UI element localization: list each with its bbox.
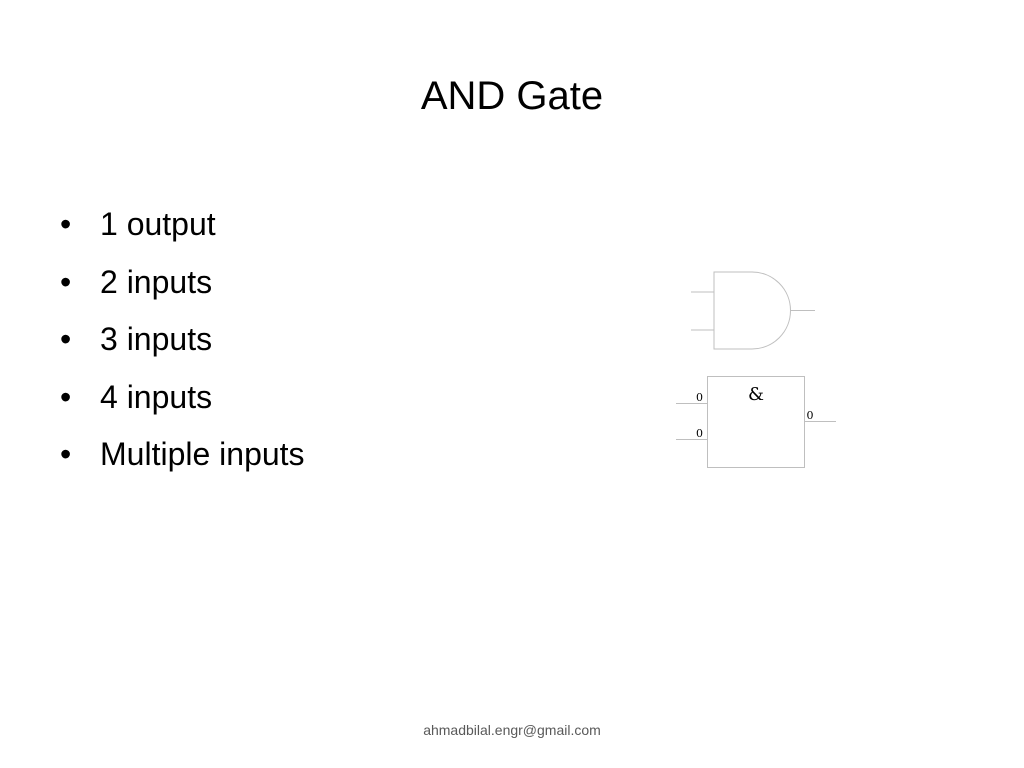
footer-email: ahmadbilal.engr@gmail.com [423, 722, 601, 738]
list-item: • 4 inputs [60, 369, 305, 427]
output-value: 0 [807, 409, 814, 422]
bullet-list: •1 output •2 inputs •3 inputs •4 inputs … [60, 196, 305, 484]
list-item: • Multiple inputs [60, 426, 305, 484]
bullet-icon: • [60, 321, 72, 357]
input-b-value: 0 [696, 427, 703, 440]
bullet-icon: • [60, 206, 72, 242]
slide-title: AND Gate [420, 74, 604, 118]
bullet-icon: • [60, 263, 72, 300]
list-item-text: 2 inputs [100, 263, 213, 300]
list-item: • 3 inputs [60, 311, 305, 369]
list-item-text: 3 inputs [100, 321, 213, 357]
and-gate-us-symbol [691, 271, 815, 350]
list-item: • 1 output [60, 196, 305, 254]
and-symbol-label: & [748, 384, 764, 405]
bullet-icon: • [60, 436, 72, 472]
and-gate-icon [691, 271, 815, 350]
gate-body [713, 271, 791, 350]
input-a-value: 0 [696, 391, 703, 404]
list-item-text: 4 inputs [100, 378, 213, 415]
list-item-text: Multiple inputs [100, 436, 305, 472]
and-gate-iec-symbol: & 0 0 0 [676, 376, 836, 468]
list-item: • 2 inputs [60, 254, 305, 312]
bullet-icon: • [60, 378, 72, 415]
list-item-text: 1 output [100, 206, 216, 242]
